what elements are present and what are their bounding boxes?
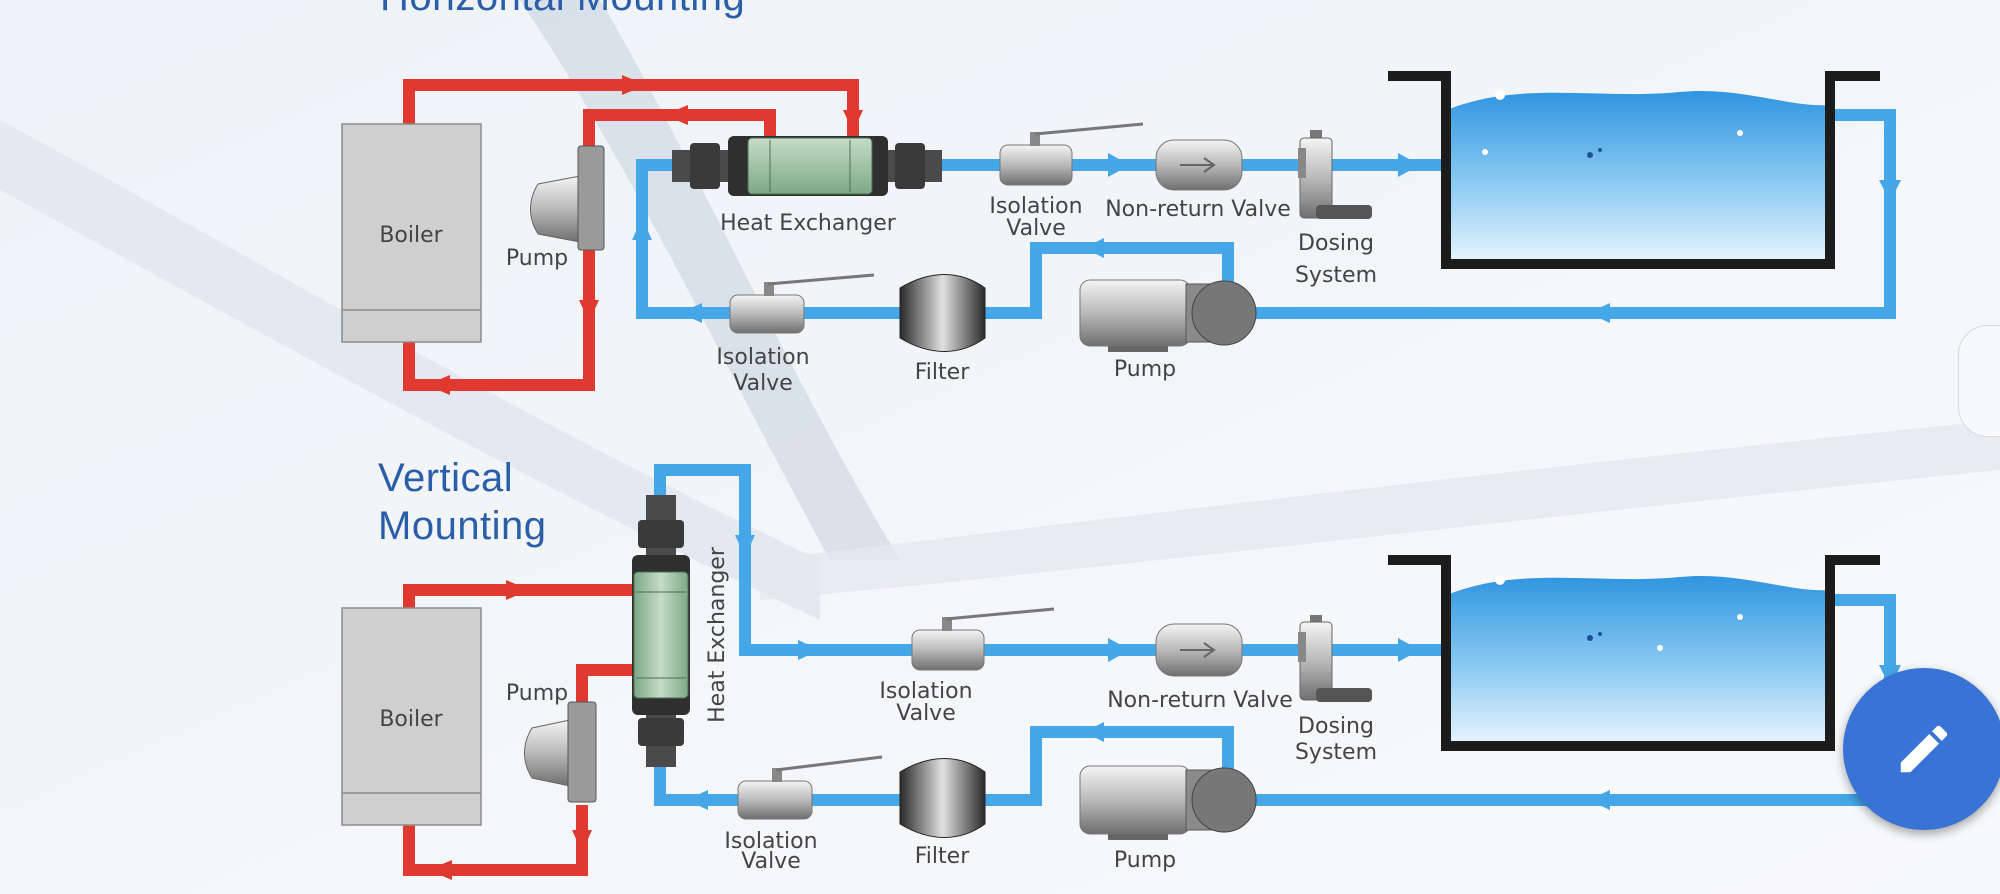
non-return-label-bottom: Non-return Valve bbox=[1107, 688, 1293, 713]
isolation-valve-top-left bbox=[729, 273, 875, 334]
isolation-label-top-right-2: Valve bbox=[1006, 216, 1066, 241]
heat-exchanger-label-top: Heat Exchanger bbox=[720, 211, 897, 236]
pump-label-bottom-right: Pump bbox=[1114, 848, 1176, 873]
pool-pump-bottom bbox=[1079, 765, 1257, 840]
heat-exchanger-label-vertical: Heat Exchanger bbox=[705, 546, 730, 723]
filter-bottom bbox=[899, 758, 986, 838]
horizontal-hot-arrows bbox=[426, 75, 863, 395]
side-panel-tab[interactable] bbox=[1958, 325, 2000, 437]
isolation-label-top-right-1: Isolation bbox=[989, 194, 1082, 219]
filter-top bbox=[899, 274, 986, 352]
dosing-label-top-2: System bbox=[1295, 263, 1377, 288]
heat-exchanger-vertical bbox=[632, 495, 690, 767]
isolation-label-bottom-left-2: Valve bbox=[741, 849, 801, 874]
filter-label-bottom: Filter bbox=[915, 844, 970, 869]
filter-label-top: Filter bbox=[915, 360, 970, 385]
pool-top bbox=[1388, 71, 1880, 269]
dosing-system-top bbox=[1298, 130, 1372, 219]
horizontal-mounting-title: Horizontal Mounting bbox=[380, 0, 745, 20]
non-return-label-top: Non-return Valve bbox=[1105, 197, 1291, 222]
isolation-valve-bottom-mid bbox=[911, 607, 1055, 671]
non-return-valve-top bbox=[1155, 139, 1243, 191]
isolation-label-bottom-mid-1: Isolation bbox=[879, 679, 972, 704]
vertical-mounting-title-line1: Vertical bbox=[378, 456, 514, 500]
dosing-system-bottom bbox=[1298, 615, 1372, 702]
pump-label-bottom-left: Pump bbox=[506, 681, 568, 706]
pool-bottom bbox=[1388, 555, 1880, 751]
isolation-label-bottom-mid-2: Valve bbox=[896, 701, 956, 726]
isolation-valve-bottom-left bbox=[737, 755, 883, 820]
circulation-pump-bottom bbox=[524, 701, 597, 803]
boiler-bottom bbox=[341, 607, 482, 826]
isolation-label-bottom-left-1: Isolation bbox=[724, 829, 817, 854]
pool-pump-top bbox=[1079, 279, 1257, 352]
non-return-valve-bottom bbox=[1155, 623, 1243, 677]
dosing-label-bottom-1: Dosing bbox=[1298, 714, 1374, 739]
boiler-top bbox=[341, 123, 482, 343]
horizontal-cold-arrows bbox=[632, 153, 1901, 323]
pump-label-top-right: Pump bbox=[1114, 357, 1176, 382]
vertical-mounting-title-line2: Mounting bbox=[378, 504, 547, 548]
dosing-label-top-1: Dosing bbox=[1298, 231, 1374, 256]
edit-fab-button[interactable] bbox=[1843, 668, 2000, 830]
isolation-label-top-left-1: Isolation bbox=[716, 345, 809, 370]
vertical-hot-arrows bbox=[428, 580, 592, 880]
boiler-label-top: Boiler bbox=[379, 223, 443, 248]
boiler-label-bottom: Boiler bbox=[379, 707, 443, 732]
heat-exchanger-horizontal bbox=[672, 136, 942, 196]
dosing-label-bottom-2: System bbox=[1295, 740, 1377, 765]
circulation-pump-top bbox=[530, 145, 605, 251]
pump-label-top-left: Pump bbox=[506, 246, 568, 271]
isolation-valve-top-right bbox=[999, 122, 1144, 186]
isolation-label-top-left-2: Valve bbox=[733, 371, 793, 396]
pencil-icon bbox=[1900, 725, 1948, 773]
